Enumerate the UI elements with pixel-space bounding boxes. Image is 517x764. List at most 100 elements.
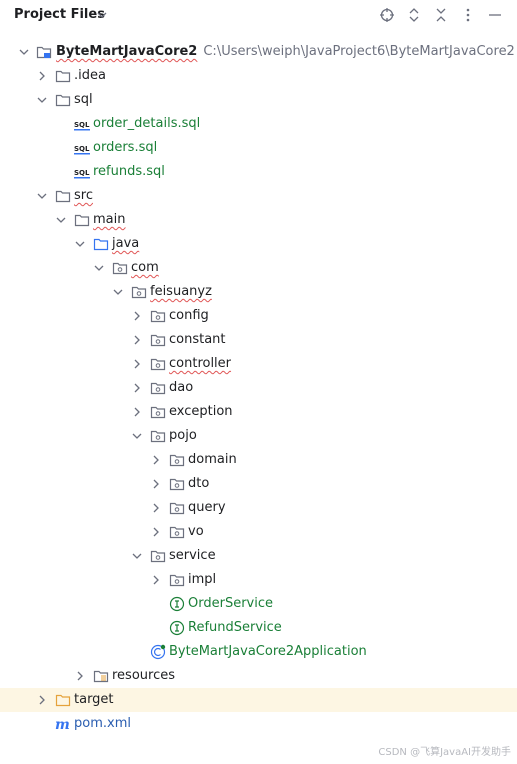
tree-node-feisuanyz[interactable]: feisuanyz	[0, 280, 517, 304]
node-label: exception	[169, 404, 233, 419]
chevron-right-icon[interactable]	[36, 70, 48, 82]
package-icon	[150, 406, 166, 419]
folder-icon	[55, 70, 71, 83]
node-label: target	[74, 692, 114, 707]
tree-node-sql-file[interactable]: SQL order_details.sql	[0, 112, 517, 136]
sql-file-icon: SQL	[74, 169, 90, 179]
chevron-right-icon[interactable]	[150, 454, 162, 466]
sql-file-icon: SQL	[74, 121, 90, 131]
chevron-right-icon[interactable]	[150, 478, 162, 490]
tree-node-main[interactable]: main	[0, 208, 517, 232]
tree-node-domain[interactable]: domain	[0, 448, 517, 472]
chevron-down-icon[interactable]	[131, 430, 143, 442]
tree-node-idea[interactable]: .idea	[0, 64, 517, 88]
svg-text:SQL: SQL	[74, 121, 90, 129]
node-label: src	[74, 188, 93, 203]
tree-node-sql-file[interactable]: SQL orders.sql	[0, 136, 517, 160]
chevron-down-icon[interactable]	[55, 214, 67, 226]
chevron-down-icon[interactable]	[95, 8, 109, 22]
tree-node-java[interactable]: java	[0, 232, 517, 256]
svg-text:SQL: SQL	[74, 145, 90, 153]
node-label: ByteMartJavaCore2Application	[169, 644, 367, 659]
chevron-right-icon[interactable]	[150, 526, 162, 538]
interface-icon	[169, 596, 185, 612]
chevron-down-icon[interactable]	[93, 262, 105, 274]
folder-icon	[55, 94, 71, 107]
crosshair-icon[interactable]	[378, 6, 395, 23]
panel-header: Project Files	[0, 0, 517, 30]
package-icon	[169, 502, 185, 515]
node-label: service	[169, 548, 216, 563]
expand-collapse-icon[interactable]	[405, 6, 422, 23]
chevron-right-icon[interactable]	[131, 334, 143, 346]
tree-node-pojo[interactable]: pojo	[0, 424, 517, 448]
tree-node-dao[interactable]: dao	[0, 376, 517, 400]
tree-node-order-service[interactable]: OrderService	[0, 592, 517, 616]
node-label: impl	[188, 572, 217, 587]
excluded-folder-icon	[55, 694, 71, 707]
resources-folder-icon	[93, 670, 109, 683]
node-label: com	[131, 260, 159, 275]
chevron-down-icon[interactable]	[131, 550, 143, 562]
chevron-right-icon[interactable]	[131, 382, 143, 394]
chevron-down-icon[interactable]	[112, 286, 124, 298]
chevron-right-icon[interactable]	[150, 574, 162, 586]
tree-node-exception[interactable]: exception	[0, 400, 517, 424]
tree-node-application[interactable]: ByteMartJavaCore2Application	[0, 640, 517, 664]
chevron-down-icon[interactable]	[36, 94, 48, 106]
chevron-right-icon[interactable]	[131, 406, 143, 418]
node-label: orders.sql	[93, 140, 158, 155]
root-name: ByteMartJavaCore2	[56, 44, 198, 59]
package-icon	[169, 526, 185, 539]
tree-node-refund-service[interactable]: RefundService	[0, 616, 517, 640]
package-icon	[150, 430, 166, 443]
node-label: pom.xml	[74, 716, 131, 731]
node-label: RefundService	[188, 620, 282, 635]
node-label: query	[188, 500, 226, 515]
tree-node-com[interactable]: com	[0, 256, 517, 280]
tree-node-sql-file[interactable]: SQL refunds.sql	[0, 160, 517, 184]
node-label: java	[112, 236, 140, 251]
collapse-all-icon[interactable]	[432, 6, 449, 23]
node-label: dto	[188, 476, 210, 491]
chevron-down-icon[interactable]	[36, 190, 48, 202]
tree-node-target[interactable]: target	[0, 688, 517, 712]
tree-node-service[interactable]: service	[0, 544, 517, 568]
package-icon	[169, 574, 185, 587]
chevron-right-icon[interactable]	[150, 502, 162, 514]
tree-node-controller[interactable]: controller	[0, 352, 517, 376]
tree-node-query[interactable]: query	[0, 496, 517, 520]
panel-title[interactable]: Project Files	[14, 7, 105, 22]
tree-node-dto[interactable]: dto	[0, 472, 517, 496]
tree-node-resources[interactable]: resources	[0, 664, 517, 688]
chevron-right-icon[interactable]	[74, 670, 86, 682]
chevron-down-icon[interactable]	[18, 46, 30, 58]
chevron-down-icon[interactable]	[74, 238, 86, 250]
tree-node-pom[interactable]: m pom.xml	[0, 712, 517, 736]
module-folder-icon	[36, 46, 52, 59]
node-label: constant	[169, 332, 226, 347]
chevron-right-icon[interactable]	[131, 358, 143, 370]
panel-toolbar	[378, 6, 503, 23]
tree-node-sql[interactable]: sql	[0, 88, 517, 112]
node-label: controller	[169, 356, 232, 371]
minimize-icon[interactable]	[486, 6, 503, 23]
tree-node-config[interactable]: config	[0, 304, 517, 328]
more-options-icon[interactable]	[459, 6, 476, 23]
node-label: config	[169, 308, 209, 323]
package-icon	[169, 454, 185, 467]
tree-node-impl[interactable]: impl	[0, 568, 517, 592]
package-icon	[150, 310, 166, 323]
chevron-right-icon[interactable]	[36, 694, 48, 706]
tree-node-vo[interactable]: vo	[0, 520, 517, 544]
node-label: vo	[188, 524, 204, 539]
tree-node-src[interactable]: src	[0, 184, 517, 208]
chevron-right-icon[interactable]	[131, 310, 143, 322]
package-icon	[150, 550, 166, 563]
node-label: pojo	[169, 428, 197, 443]
tree-node-constant[interactable]: constant	[0, 328, 517, 352]
spring-boot-class-icon	[150, 644, 166, 660]
interface-icon	[169, 620, 185, 636]
